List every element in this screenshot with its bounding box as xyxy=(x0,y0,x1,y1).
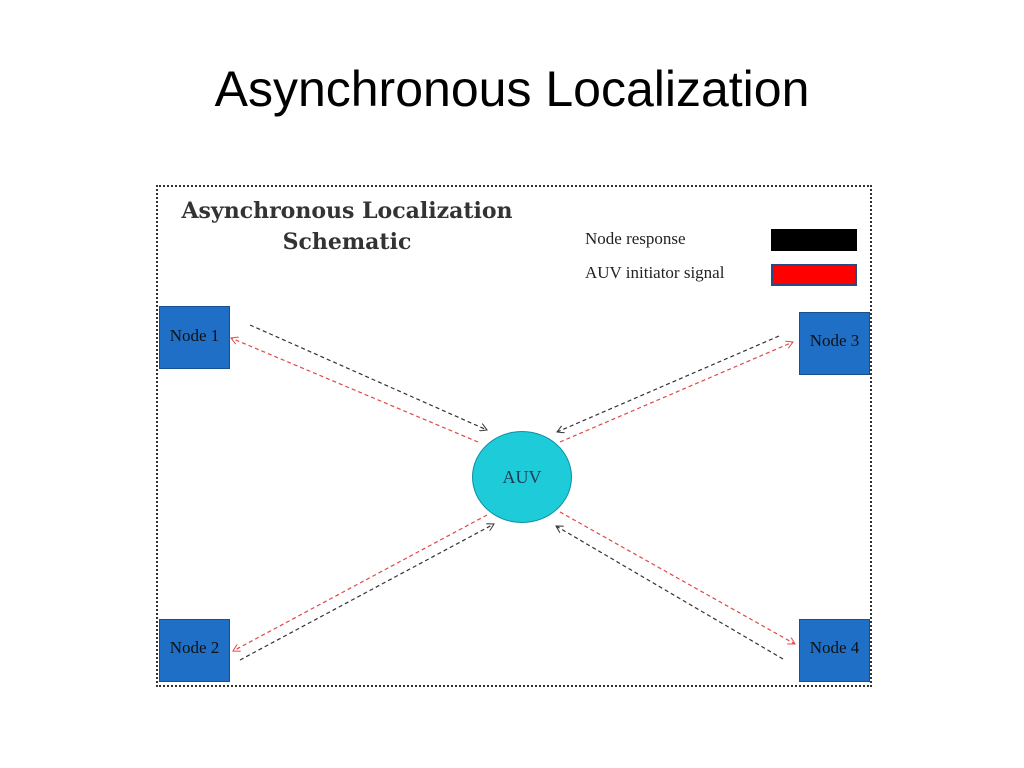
auv-circle: AUV xyxy=(472,431,572,523)
schematic-frame xyxy=(156,185,872,687)
node-3-response-arrow xyxy=(557,335,780,432)
node-2-box: Node 2 xyxy=(159,619,230,682)
node-4-box: Node 4 xyxy=(799,619,870,682)
schematic-title: Asynchronous Localization Schematic xyxy=(164,196,530,258)
auv-label: AUV xyxy=(502,466,542,487)
node-3-label: Node 3 xyxy=(809,331,860,350)
schematic-title-line-1: Asynchronous Localization xyxy=(181,198,513,224)
slide-title: Asynchronous Localization xyxy=(214,61,810,117)
node-3-box: Node 3 xyxy=(799,312,870,375)
schematic-title-line-2: Schematic xyxy=(282,229,412,255)
node-2-response-arrow xyxy=(239,524,494,661)
node-2-initiator-arrow xyxy=(233,514,488,651)
node-3-initiator-arrow xyxy=(559,342,793,443)
legend-swatch-node-response xyxy=(771,229,857,251)
legend-swatch-auv-initiator xyxy=(771,264,857,286)
legend-label-auv-initiator: AUV initiator signal xyxy=(585,263,725,282)
node-1-box: Node 1 xyxy=(159,306,230,369)
node-1-label: Node 1 xyxy=(169,326,220,345)
node-1-initiator-arrow xyxy=(231,338,479,443)
node-1-response-arrow xyxy=(249,324,487,430)
node-4-response-arrow xyxy=(556,525,784,660)
legend-label-node-response: Node response xyxy=(585,229,686,248)
node-4-initiator-arrow xyxy=(559,511,795,644)
node-4-label: Node 4 xyxy=(809,638,860,657)
node-2-label: Node 2 xyxy=(169,638,220,657)
